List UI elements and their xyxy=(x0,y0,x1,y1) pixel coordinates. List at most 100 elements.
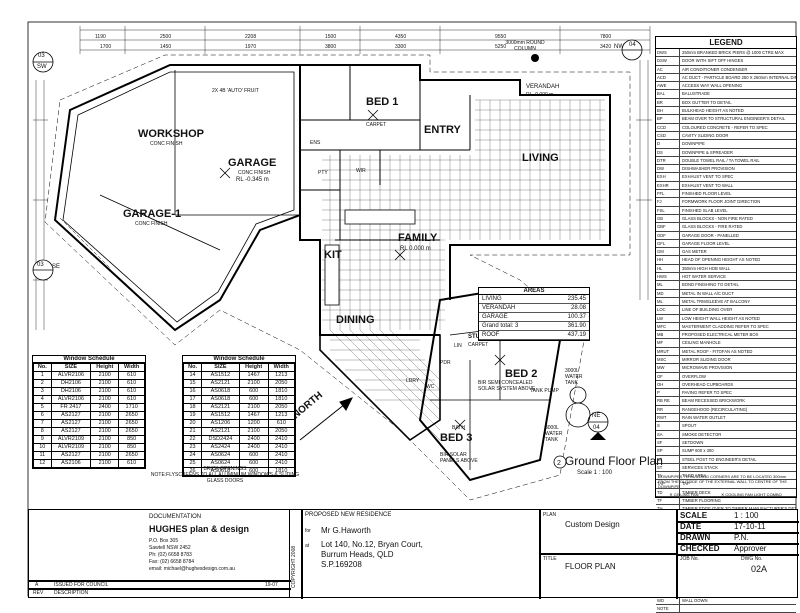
legend-description: GARAGE DOOR - PANELLED xyxy=(682,232,739,238)
plan-title-number: 2 xyxy=(557,460,561,467)
legend-code: MD xyxy=(656,289,680,297)
schedule-cell: 1810 xyxy=(267,387,296,396)
room-workshop-finish: CONC FINISH xyxy=(150,141,183,147)
legend-code: GFL xyxy=(656,239,680,248)
schedule-cell: 19 xyxy=(182,411,203,420)
legend-description: 250mm BRANKED BRICK PIERS @ 1000 CTRS MA… xyxy=(682,50,784,55)
legend-description: PROPOSED ELECTRICAL METER BOX xyxy=(682,332,759,338)
schedule-cell: 610 xyxy=(118,395,145,404)
room-garage1-finish: CONC FINISH xyxy=(135,221,168,227)
schedule-cell: 2410 xyxy=(267,435,296,444)
legend-code: ML xyxy=(656,281,680,289)
schedule-cell: 2100 xyxy=(90,443,120,452)
site-address-2: Burrum Heads, QLD xyxy=(321,550,394,559)
schedule-cell: 2100 xyxy=(90,371,120,380)
legend-description: FINISHED FLOOR LEVEL xyxy=(682,191,732,197)
areas-label: LIVING xyxy=(482,296,502,302)
legend-description: RANGEHOOD (RECIRCULATING) xyxy=(682,406,748,412)
dwg-number-value: 02A xyxy=(751,564,768,574)
rev-header: REV xyxy=(33,590,44,596)
schedule-cell: DH2106 xyxy=(50,387,92,396)
plan-label: PLAN xyxy=(543,512,557,518)
legend-description: HOT WATER SERVICE xyxy=(682,274,727,280)
schedule-cell: 6 xyxy=(33,411,52,420)
dim-top-7: 7800 xyxy=(600,34,612,40)
schedule-cell: 2100 xyxy=(238,427,269,436)
schedule-cell: 1467 xyxy=(238,371,269,380)
schedule-cell: 22 xyxy=(182,435,203,444)
legend-description: TIMBER DECK xyxy=(682,489,711,495)
site-address-1: Lot 140, No.12, Bryan Court, xyxy=(321,540,423,549)
job-number-label: JOB No. xyxy=(680,556,699,562)
dim-mid-7: 3420 xyxy=(600,44,612,50)
schedule-cell: 850 xyxy=(118,435,145,444)
legend-code: GB xyxy=(656,214,680,223)
firm-po: P.O. Box 305 xyxy=(149,538,179,544)
legend-description: SUMP 600 x 300 xyxy=(682,448,714,454)
schedule-cell: 610 xyxy=(267,419,296,428)
north-arrow xyxy=(299,397,353,441)
legend-code: DS xyxy=(656,148,680,156)
legend-description: SPOUT xyxy=(682,423,697,429)
legend-description: HEAD OF OPENING HEIGHT AS NOTED xyxy=(682,257,761,263)
legend-code: FJ xyxy=(656,198,680,206)
schedule-cell: 1200 xyxy=(238,419,269,428)
room-entry: ENTRY xyxy=(424,124,461,136)
legend-code: DW xyxy=(656,165,680,173)
legend-code: FFL xyxy=(656,190,680,198)
schedule-cell: AS2424 xyxy=(201,443,240,452)
areas-title: AREAS xyxy=(479,288,589,295)
legend-code: S xyxy=(656,422,680,430)
legend-description: EXHAUST VENT TO WALL xyxy=(682,182,734,188)
legend-description: BULKHEAD HEIGHT AS NOTED xyxy=(682,108,744,114)
schedule-cell: 2650 xyxy=(118,451,145,460)
legend-description: SMOKE DETECTOR xyxy=(682,431,722,437)
schedule-cell: 610 xyxy=(118,379,145,388)
plan-value: Custom Design xyxy=(565,520,620,529)
legend-code: HWS xyxy=(656,273,680,281)
marker-sw-number: 03 xyxy=(38,53,45,59)
legend-description: TAP xyxy=(682,481,690,487)
schedule-cell: 5 xyxy=(33,403,52,412)
legend-code: MW xyxy=(656,364,680,372)
schedule-cell: 12 xyxy=(33,459,52,468)
legend-code: OF xyxy=(656,372,680,380)
dim-top-6: 9550 xyxy=(495,34,507,40)
marker-nw-label: NW xyxy=(614,44,624,50)
auto-fruit-note: 2X 4B 'AUTO' FRUIT xyxy=(212,88,259,94)
dim-mid-2: 1450 xyxy=(160,44,172,50)
schedule-cell: 2100 xyxy=(238,379,269,388)
legend-description: OVERHEAD CUPBOARDS xyxy=(682,381,734,387)
dim-top-1: 1190 xyxy=(95,34,106,40)
dim-top-2: 2500 xyxy=(160,34,172,40)
legend-code: TF xyxy=(656,497,680,505)
schedule-cell: 2050 xyxy=(267,427,296,436)
legend-code: BAL xyxy=(656,90,680,98)
legend-description: CAVITY SLIDING DOOR xyxy=(682,132,729,138)
areas-value: 100.37 xyxy=(567,314,586,320)
dim-mid-4: 3800 xyxy=(325,44,337,50)
schedule-cell: 18 xyxy=(182,403,203,412)
scale-value: 1 : 100 xyxy=(734,511,759,520)
room-garage-finish: CONC FINISH xyxy=(238,170,271,176)
schedule-cell: FR 2417 xyxy=(50,403,92,412)
tank-pump-label: TANK PUMP xyxy=(530,388,559,394)
